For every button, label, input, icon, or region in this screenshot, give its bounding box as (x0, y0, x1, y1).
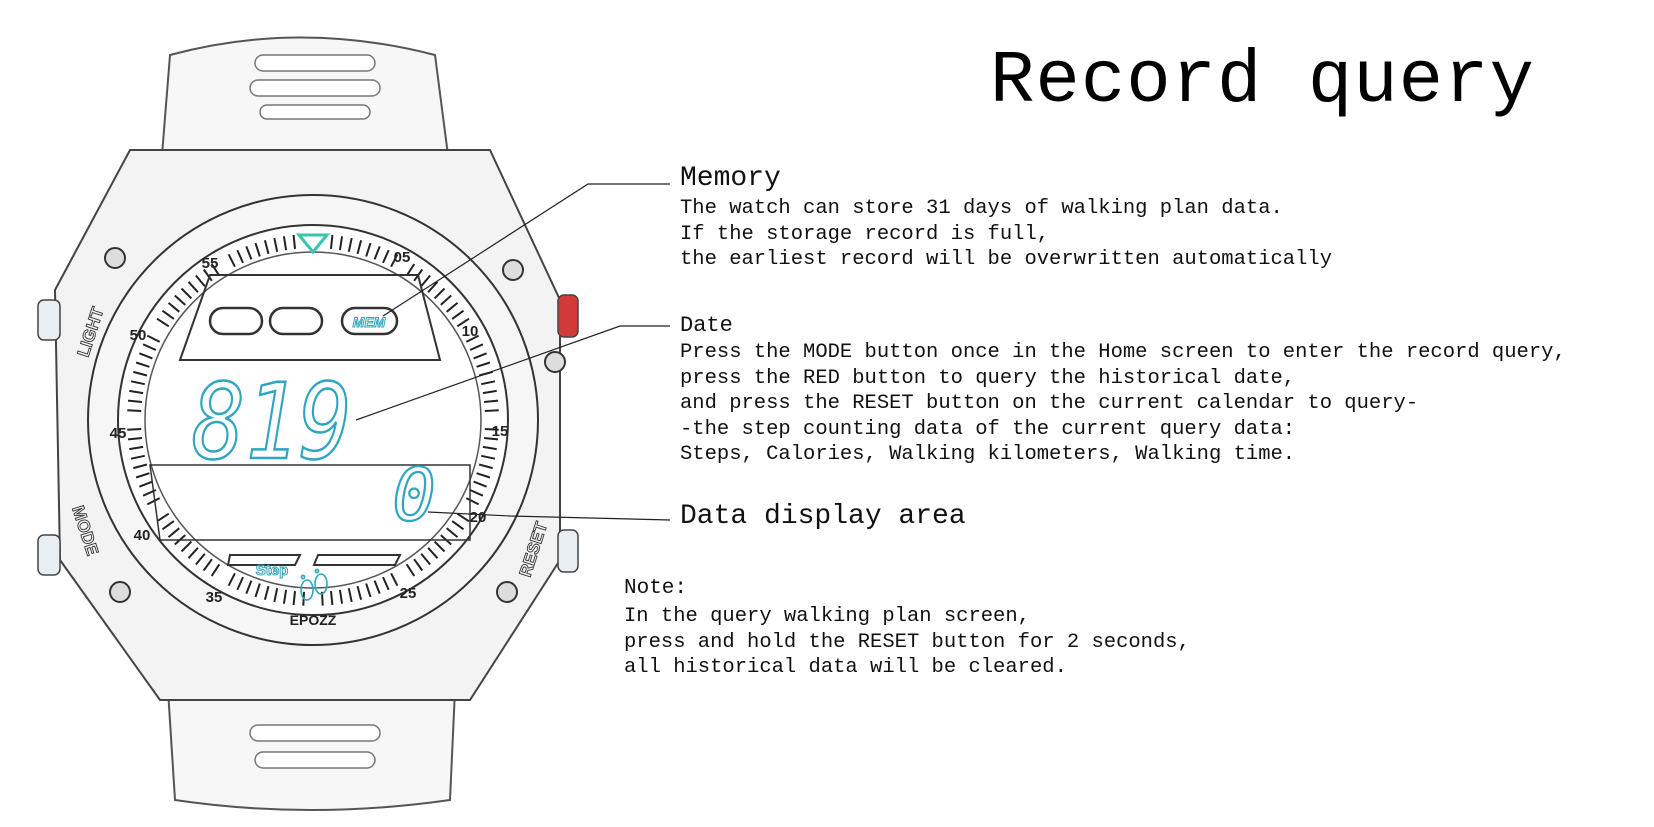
memory-heading: Memory (680, 162, 1332, 196)
bezel-number: 50 (130, 327, 147, 344)
memory-callout: Memory The watch can store 31 days of wa… (680, 162, 1332, 273)
note-section: Note: In the query walking plan screen, … (624, 574, 1190, 681)
screw (497, 582, 517, 602)
date-callout: Date Press the MODE button once in the H… (680, 312, 1566, 468)
bezel-tick (128, 401, 142, 402)
date-text-line: and press the RESET button on the curren… (680, 391, 1566, 417)
bezel-tick (128, 438, 142, 439)
light-side-button (38, 300, 60, 340)
bezel-number: 10 (462, 323, 479, 340)
red-side-button (558, 295, 578, 337)
bezel-number: 55 (202, 255, 219, 272)
memory-text-line: If the storage record is full, (680, 222, 1332, 248)
note-text-line: In the query walking plan screen, (624, 604, 1190, 630)
lcd-data-digit: 0 (392, 453, 435, 537)
mode-side-button (38, 535, 60, 575)
note-heading: Note: (624, 574, 1190, 604)
mem-label: MEM (353, 314, 386, 330)
date-text-line: press the RED button to query the histor… (680, 366, 1566, 392)
data-display-heading: Data display area (680, 500, 966, 534)
bezel-tick (331, 591, 332, 605)
lcd-date-digits: 819 (192, 361, 352, 483)
bezel-number: 15 (492, 423, 509, 440)
bezel-number: 45 (110, 425, 127, 442)
date-heading: Date (680, 312, 1566, 340)
lcd-pill (270, 308, 322, 334)
bezel-tick (331, 235, 332, 249)
bezel-tick (485, 410, 499, 411)
page-title: Record query (990, 40, 1535, 124)
strap-bottom (168, 690, 455, 810)
memory-text-line: the earliest record will be overwritten … (680, 247, 1332, 273)
bezel-number: 05 (394, 249, 411, 266)
bezel-number: 40 (134, 527, 151, 544)
screw (503, 260, 523, 280)
bezel-tick (294, 235, 295, 249)
screw (545, 352, 565, 372)
note-text-line: press and hold the RESET button for 2 se… (624, 630, 1190, 656)
bezel-tick (484, 401, 498, 402)
bezel-number: 20 (470, 509, 487, 526)
note-text-line: all historical data will be cleared. (624, 655, 1190, 681)
reset-side-button (558, 530, 578, 572)
date-text-line: -the step counting data of the current q… (680, 417, 1566, 443)
lcd-pill (210, 308, 262, 334)
bezel-tick (294, 591, 295, 605)
bezel-tick (127, 429, 141, 430)
date-text-line: Press the MODE button once in the Home s… (680, 340, 1566, 366)
strap-top (162, 38, 448, 156)
bezel-number: 35 (206, 589, 223, 606)
bezel-tick (127, 410, 141, 411)
date-text-line: Steps, Calories, Walking kilometers, Wal… (680, 442, 1566, 468)
step-label: Step (256, 562, 289, 579)
memory-text-line: The watch can store 31 days of walking p… (680, 196, 1332, 222)
brand-label: EPOZZ (290, 612, 337, 628)
screw (110, 582, 130, 602)
bezel-number: 25 (400, 585, 417, 602)
screw (105, 248, 125, 268)
data-display-callout: Data display area (680, 500, 966, 534)
